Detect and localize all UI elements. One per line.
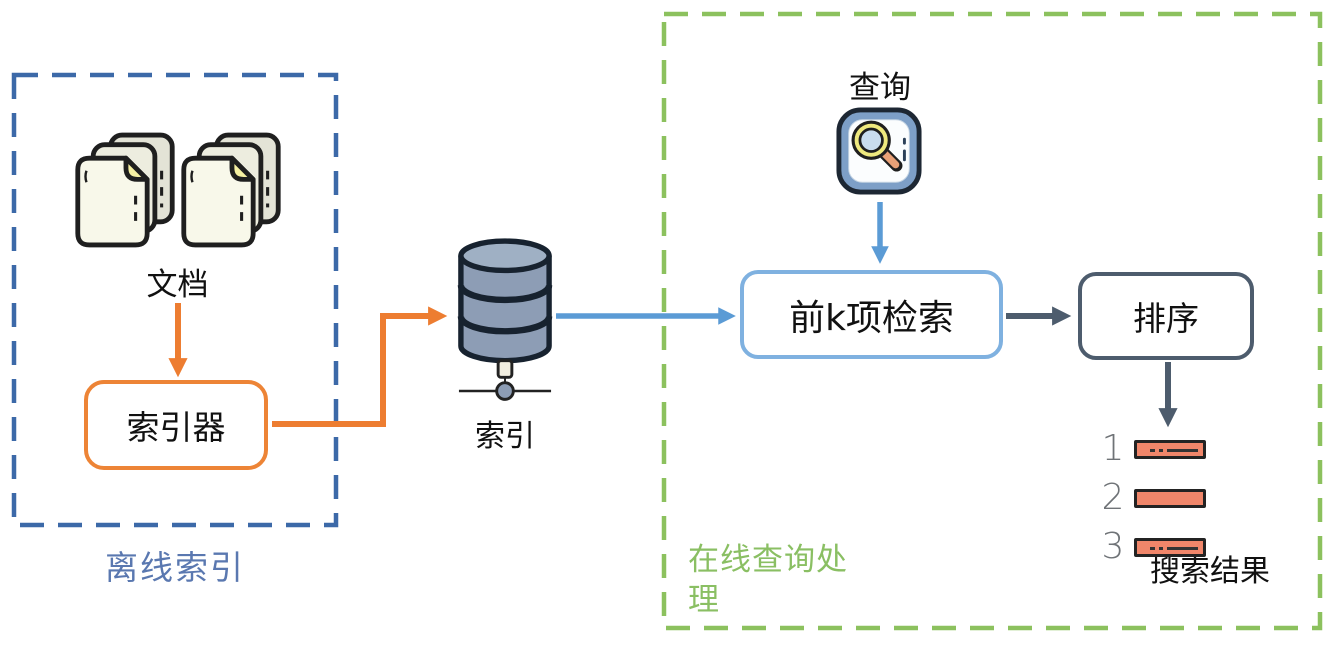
- magnifier-icon: [835, 106, 923, 196]
- result-rank: 3: [1101, 526, 1125, 567]
- document-stack-icon: [72, 130, 178, 250]
- result-bar: [1134, 537, 1206, 557]
- indexer-label: 索引器: [126, 408, 226, 447]
- indexer-box: 索引器: [84, 380, 268, 470]
- database-icon: [456, 236, 554, 402]
- result-row: 2: [1098, 480, 1206, 516]
- result-bar-text-marks: [1150, 448, 1198, 452]
- ranking-box: 排序: [1078, 272, 1254, 360]
- result-rank: 2: [1101, 477, 1125, 518]
- search-results-list: 1 2 3: [1098, 431, 1206, 578]
- query-label: 查询: [849, 70, 911, 106]
- index-label: 索引: [475, 419, 535, 454]
- search-results-label: 搜索结果: [1150, 554, 1270, 589]
- result-bar-text-marks: [1150, 546, 1198, 550]
- topk-retrieval-label: 前k项检索: [789, 297, 954, 339]
- ranking-label: 排序: [1133, 299, 1199, 338]
- documents-label: 文档: [146, 267, 209, 303]
- arrow-indexer-to-index: [272, 306, 448, 427]
- result-row: 1: [1098, 431, 1206, 467]
- topk-retrieval-box: 前k项检索: [740, 270, 1003, 359]
- result-row: 3: [1098, 529, 1206, 565]
- document-stack-icon: [178, 130, 284, 250]
- result-bar: [1134, 488, 1206, 508]
- result-bar: [1134, 439, 1206, 459]
- offline-section-label: 离线索引: [105, 548, 245, 587]
- result-rank: 1: [1101, 428, 1125, 469]
- online-section-label: 在线查询处理: [688, 542, 848, 619]
